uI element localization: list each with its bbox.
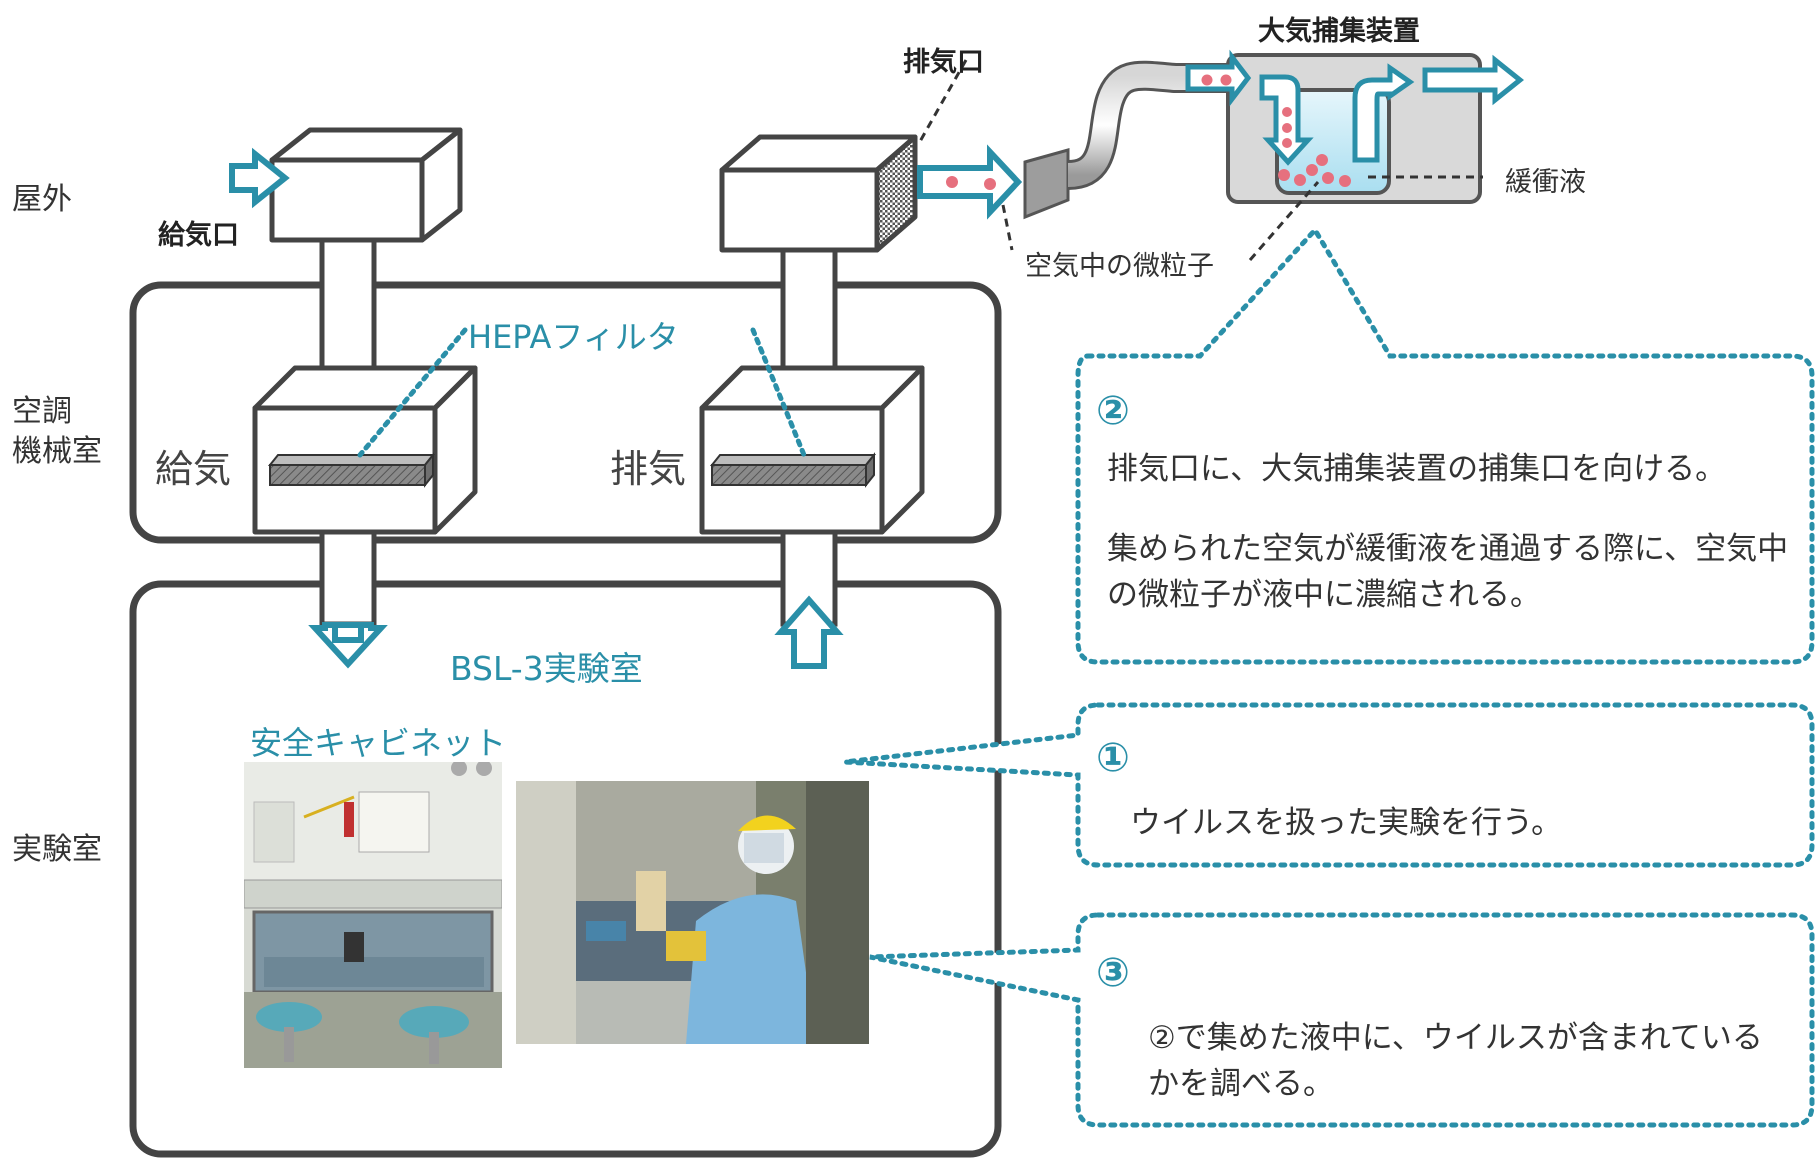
particle: [1282, 107, 1292, 117]
buffer-label: 緩衝液: [1505, 167, 1586, 198]
arrow-down-icon: [1259, 74, 1314, 166]
hepa-filter-icon: [709, 452, 877, 488]
trapped-particles: [1278, 154, 1351, 187]
hepa-filter-icon: [267, 452, 436, 488]
leader-particles-a: [1001, 204, 1014, 251]
hepa-label: HEPAフィルタ: [468, 318, 679, 356]
leader-particles-b: [1248, 181, 1320, 261]
zone-outdoor: 屋外: [12, 182, 72, 217]
arrow-up-icon: [1352, 63, 1415, 163]
safety-cabinet-label: 安全キャビネット: [250, 724, 507, 762]
arrow-down-icon: [308, 622, 388, 669]
bsl3-room-label: BSL-3実験室: [450, 649, 643, 688]
exhaust-machine-unit: [699, 365, 925, 535]
note-3-line-1: ②で集めた液中に、ウイルスが含まれているかを調べる。: [1148, 1020, 1763, 1102]
particle: [1201, 74, 1213, 86]
particle: [1282, 138, 1292, 148]
sampler-intake-icon: [1023, 148, 1070, 220]
exhaust-outlet-label: 排気口: [903, 47, 984, 78]
note-3-number: ③: [1096, 950, 1130, 996]
callout-3-frame: [869, 912, 1815, 1128]
particle: [1282, 123, 1292, 133]
arrow-right-icon: [229, 147, 290, 209]
particle: [984, 178, 996, 190]
leader-hepa-exhaust: [750, 327, 807, 458]
arrow-right-icon: [917, 144, 1023, 220]
zone-machine-room-line2: 機械室: [12, 434, 102, 469]
leader-exhaust-outlet: [916, 59, 968, 146]
note-2-line-2: 集められた空気が緩衝液を通過する際に、空気中の微粒子が液中に濃縮される。: [1107, 531, 1789, 613]
callout-2-frame: [1075, 225, 1815, 665]
leader-hepa-supply: [357, 327, 468, 458]
particles-label: 空気中の微粒子: [1025, 251, 1214, 282]
machine-room-frame: [129, 281, 1002, 544]
supply-outdoor-unit: [269, 127, 463, 243]
duct-icon: [319, 529, 377, 627]
note-1-number: ①: [1096, 735, 1130, 781]
arrow-up-icon: [774, 595, 844, 669]
zone-lab: 実験室: [12, 832, 102, 867]
exhaust-outdoor-unit: [719, 134, 918, 253]
lab-frame: [129, 580, 1002, 1158]
air-sampler-label: 大気捕集装置: [1258, 16, 1420, 47]
lab-work-photo: [516, 781, 869, 1044]
note-2-number: ②: [1096, 388, 1130, 434]
arrow-down-stem: [332, 628, 364, 643]
duct-icon: [319, 237, 377, 383]
supply-inlet-label: 給気口: [158, 220, 239, 251]
exhaust-label: 排気: [610, 447, 687, 491]
duct-icon: [780, 247, 838, 383]
note-2-line-1: 排気口に、大気捕集装置の捕集口を向ける。: [1107, 451, 1727, 487]
supply-label: 給気: [155, 447, 232, 491]
particle: [1220, 74, 1232, 86]
zone-machine-room-line1: 空調: [12, 394, 72, 429]
arrow-right-icon: [1422, 54, 1525, 106]
particle: [946, 176, 958, 188]
arrow-right-icon: [1185, 49, 1252, 107]
callout-1-frame: [844, 702, 1815, 868]
hose-icon: [1066, 63, 1230, 187]
note-1-line-1: ウイルスを扱った実験を行う。: [1130, 805, 1563, 841]
safety-cabinet-photo: [244, 762, 502, 1068]
